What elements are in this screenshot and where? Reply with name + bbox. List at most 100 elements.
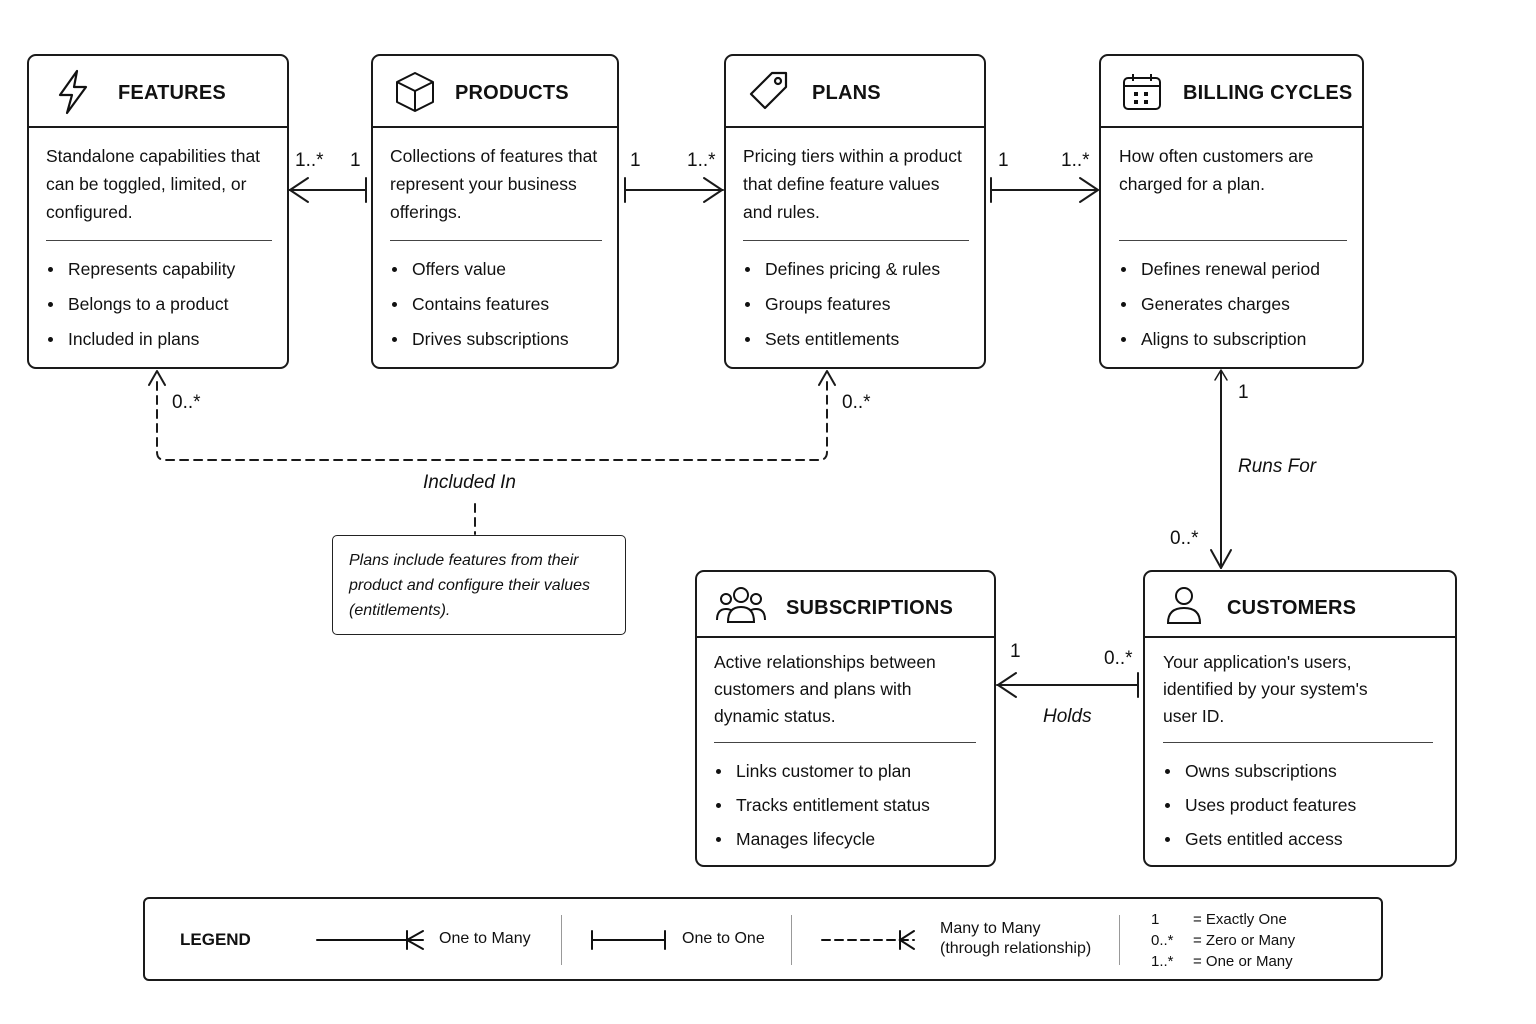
divider xyxy=(1119,240,1347,241)
bullet-list: Defines renewal period Generates charges… xyxy=(1119,258,1320,363)
user-group-icon xyxy=(715,584,767,631)
list-item: Groups features xyxy=(743,293,940,328)
calendar-icon xyxy=(1121,72,1163,117)
features-header: FEATURES xyxy=(29,56,287,128)
bullet-list: Defines pricing & rules Groups features … xyxy=(743,258,940,363)
legend-key-symbol: 1..* xyxy=(1151,953,1174,970)
bullet-list: Links customer to plan Tracks entitlemen… xyxy=(714,760,930,862)
plans-included-arrow xyxy=(818,370,836,386)
multiplicity-label: 1 xyxy=(630,150,641,171)
included-in-note: Plans include features from their produc… xyxy=(332,535,626,635)
list-item: Included in plans xyxy=(46,328,235,363)
list-item: Links customer to plan xyxy=(714,760,930,794)
list-item: Defines renewal period xyxy=(1119,258,1320,293)
multiplicity-label: 1..* xyxy=(295,150,324,171)
list-item: Aligns to subscription xyxy=(1119,328,1320,363)
list-item: Owns subscriptions xyxy=(1163,760,1356,794)
customers-header: CUSTOMERS xyxy=(1145,572,1455,638)
billing-customers-connector xyxy=(1210,369,1232,569)
many-to-many-symbol xyxy=(821,930,915,950)
legend-one-to-many: One to Many xyxy=(439,930,531,947)
divider xyxy=(1163,742,1433,743)
entity-description: Your application's users, identified by … xyxy=(1163,652,1368,726)
multiplicity-label: 0..* xyxy=(1104,648,1133,669)
bullet-list: Offers value Contains features Drives su… xyxy=(390,258,569,363)
entity-title: FEATURES xyxy=(118,82,226,104)
divider xyxy=(390,240,602,241)
list-item: Sets entitlements xyxy=(743,328,940,363)
entity-description: Collections of features that represent y… xyxy=(390,146,598,222)
legend-separator xyxy=(791,915,792,965)
entity-description: Pricing tiers within a product that defi… xyxy=(743,146,962,222)
entity-title: CUSTOMERS xyxy=(1227,597,1357,619)
list-item: Contains features xyxy=(390,293,569,328)
features-entity[interactable]: FEATURES Standalone capabilities that ca… xyxy=(27,54,289,369)
divider xyxy=(743,240,969,241)
list-item: Gets entitled access xyxy=(1163,828,1356,862)
list-item: Drives subscriptions xyxy=(390,328,569,363)
legend-title: LEGEND xyxy=(180,930,251,949)
box-icon xyxy=(393,70,437,119)
features-included-arrow xyxy=(148,370,166,386)
plans-entity[interactable]: PLANS Pricing tiers within a product tha… xyxy=(724,54,986,369)
entity-description: Standalone capabilities that can be togg… xyxy=(46,146,261,222)
legend-separator xyxy=(1119,915,1120,965)
list-item: Offers value xyxy=(390,258,569,293)
legend-separator xyxy=(561,915,562,965)
divider xyxy=(46,240,272,241)
list-item: Belongs to a product xyxy=(46,293,235,328)
one-to-many-symbol xyxy=(316,930,424,950)
list-item: Generates charges xyxy=(1119,293,1320,328)
multiplicity-label: 0..* xyxy=(172,392,201,413)
legend-one-to-one: One to One xyxy=(682,930,765,947)
customers-entity[interactable]: CUSTOMERS Your application's users, iden… xyxy=(1143,570,1457,867)
legend-key-meaning: = Exactly One xyxy=(1193,911,1287,928)
products-plans-connector xyxy=(624,177,724,203)
entity-description: How often customers are charged for a pl… xyxy=(1119,146,1314,194)
multiplicity-label: 0..* xyxy=(842,392,871,413)
list-item: Manages lifecycle xyxy=(714,828,930,862)
entity-title: PRODUCTS xyxy=(455,82,569,104)
entity-title: PLANS xyxy=(812,82,881,104)
legend-key-meaning: = One or Many xyxy=(1193,953,1293,970)
bullet-list: Owns subscriptions Uses product features… xyxy=(1163,760,1356,862)
legend-key-symbol: 0..* xyxy=(1151,932,1174,949)
relationship-label-holds: Holds xyxy=(1043,706,1092,727)
list-item: Represents capability xyxy=(46,258,235,293)
entity-title: BILLING CYCLES xyxy=(1183,82,1353,104)
multiplicity-label: 1 xyxy=(1010,641,1021,662)
billing-cycles-header: BILLING CYCLES xyxy=(1101,56,1362,128)
legend-key-symbol: 1 xyxy=(1151,911,1160,928)
divider xyxy=(714,742,976,743)
products-header: PRODUCTS xyxy=(373,56,617,128)
multiplicity-label: 1 xyxy=(998,150,1009,171)
multiplicity-label: 1 xyxy=(1238,382,1249,403)
bullet-list: Represents capability Belongs to a produ… xyxy=(46,258,235,363)
included-in-connector xyxy=(156,381,828,535)
legend: LEGEND One to Many One to One Many to Ma… xyxy=(143,897,1383,981)
plans-billing-connector xyxy=(990,177,1099,203)
legend-many-to-many: Many to Many (through relationship) xyxy=(940,920,1092,957)
subscriptions-header: SUBSCRIPTIONS xyxy=(697,572,994,638)
relationship-label-runs-for: Runs For xyxy=(1238,456,1317,477)
multiplicity-label: 0..* xyxy=(1170,528,1199,549)
multiplicity-label: 1..* xyxy=(687,150,716,171)
one-to-one-symbol xyxy=(591,930,666,950)
list-item: Tracks entitlement status xyxy=(714,794,930,828)
customers-subscriptions-connector xyxy=(996,672,1139,698)
plans-header: PLANS xyxy=(726,56,984,128)
entity-description: Active relationships between customers a… xyxy=(714,652,936,726)
entity-title: SUBSCRIPTIONS xyxy=(786,597,954,619)
products-entity[interactable]: PRODUCTS Collections of features that re… xyxy=(371,54,619,369)
billing-cycles-entity[interactable]: BILLING CYCLES How often customers are c… xyxy=(1099,54,1364,369)
user-icon xyxy=(1165,584,1203,631)
products-features-connector xyxy=(288,177,367,203)
subscriptions-entity[interactable]: SUBSCRIPTIONS Active relationships betwe… xyxy=(695,570,996,867)
lightning-bolt-icon xyxy=(55,68,91,121)
price-tag-icon xyxy=(746,68,792,119)
list-item: Defines pricing & rules xyxy=(743,258,940,293)
list-item: Uses product features xyxy=(1163,794,1356,828)
legend-key-meaning: = Zero or Many xyxy=(1193,932,1296,949)
multiplicity-label: 1..* xyxy=(1061,150,1090,171)
multiplicity-label: 1 xyxy=(350,150,361,171)
